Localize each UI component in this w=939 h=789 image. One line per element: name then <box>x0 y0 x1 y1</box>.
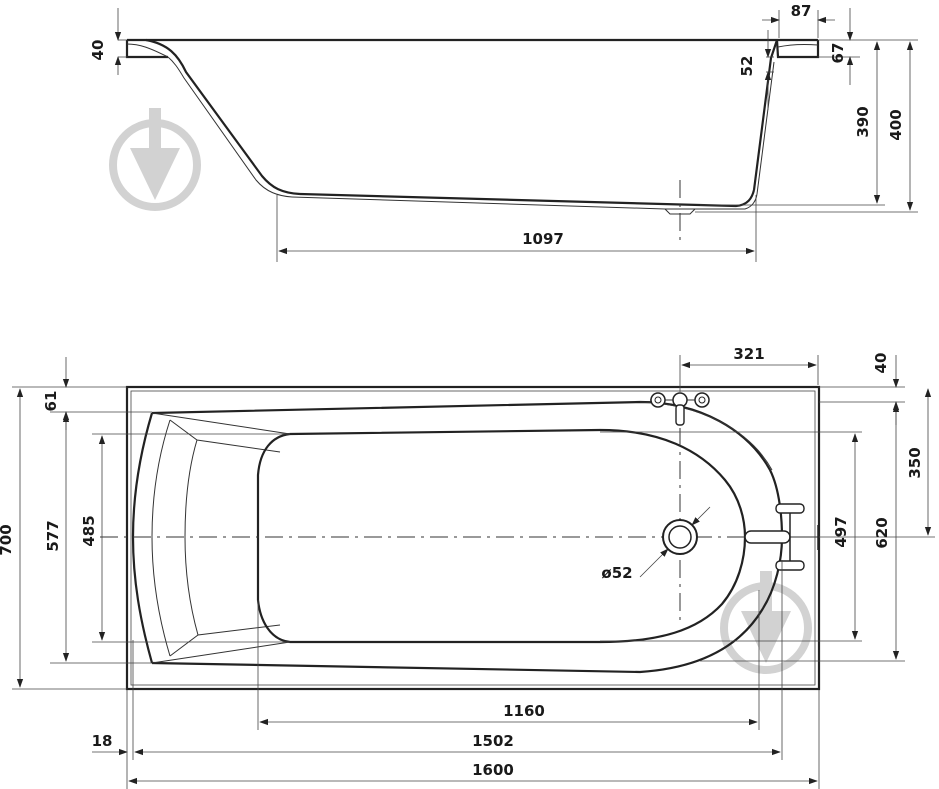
top-front-curve <box>639 401 773 471</box>
side-right-rim-curve <box>777 43 819 48</box>
side-left-slope-inner <box>167 56 293 198</box>
side-bottom-outer <box>299 189 756 208</box>
side-right-rim <box>775 39 820 59</box>
top-headrest-outer <box>131 412 154 664</box>
watermark-logo-bottom <box>720 571 812 674</box>
side-tap <box>744 503 820 571</box>
top-outer-rim <box>125 385 821 691</box>
dim-rim-depth: 67 <box>829 43 847 64</box>
dim-rim-drop: 52 <box>738 56 756 77</box>
dim-total-width: 700 <box>0 524 15 555</box>
dim-rim-left: 61 <box>42 391 60 412</box>
dim-bottom-length-top: 1160 <box>503 702 545 720</box>
dim-rim-thickness: 40 <box>89 40 107 61</box>
dim-rim-width: 87 <box>791 2 812 20</box>
dim-inner-width-inner: 485 <box>80 515 98 546</box>
dim-inner-width-outer: 577 <box>44 520 62 551</box>
dim-bottom-length-side: 1097 <box>522 230 564 248</box>
top-view: ø52 321 40 350 620 497 700 <box>0 345 935 789</box>
top-headrest-inner <box>184 439 199 636</box>
side-right-wall-outer <box>752 39 779 191</box>
dim-drain-offset: 321 <box>733 345 764 363</box>
dim-inner-depth: 390 <box>854 106 872 137</box>
dim-drain-diameter: ø52 <box>601 564 632 582</box>
dim-half-width: 350 <box>906 447 924 478</box>
dim-inner-width-total: 620 <box>873 517 891 548</box>
dim-inner-length: 1502 <box>472 732 514 750</box>
side-view: 40 87 52 67 390 400 <box>89 2 918 262</box>
side-left-slope-outer <box>145 38 301 196</box>
watermark-logo-top <box>109 108 201 211</box>
top-headrest-wedges <box>151 412 291 664</box>
dim-total-height: 400 <box>887 109 905 140</box>
dim-inner-width-right: 497 <box>832 516 850 547</box>
side-right-wall-inner <box>756 61 775 195</box>
top-headrest-edge <box>151 419 171 657</box>
faucet-mixer-top <box>650 392 710 426</box>
drain <box>662 519 698 555</box>
top-inner-rim-edge <box>130 390 816 686</box>
dim-rim-top-width: 40 <box>872 353 890 374</box>
dim-total-length: 1600 <box>472 761 514 779</box>
side-left-rim-curve <box>126 43 169 58</box>
dim-rim-offset: 18 <box>92 732 113 750</box>
